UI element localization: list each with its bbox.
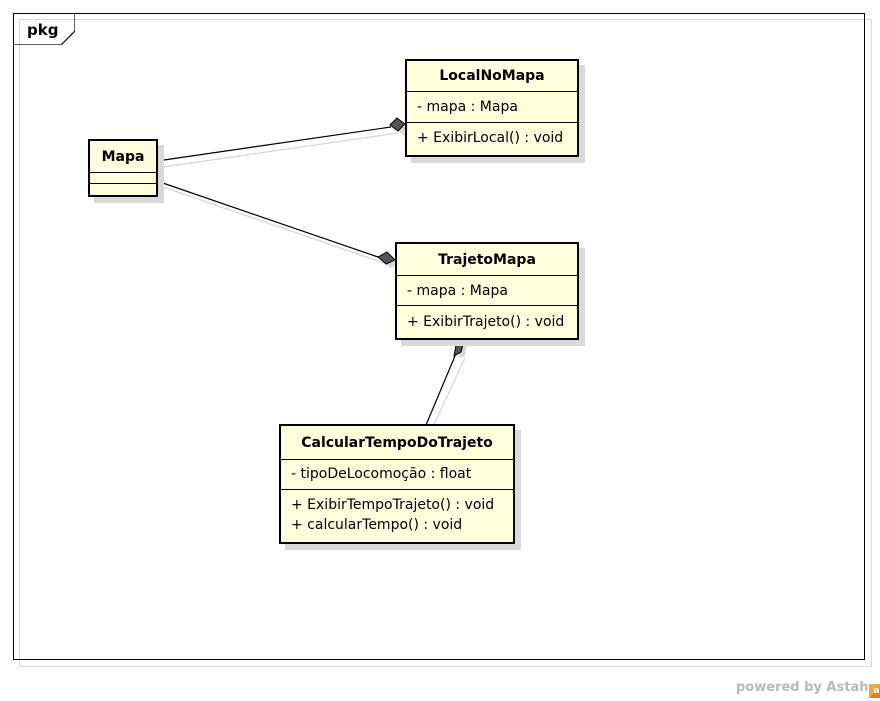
composition-diamond-icon [453,340,465,357]
edge-mapa-trajetomapa [156,180,379,258]
class-name: CalcularTempoDoTrajeto [281,426,513,460]
class-attributes: - tipoDeLocomoção : float [281,460,513,490]
class-calculartempodotrajeto[interactable]: CalcularTempoDoTrajeto - tipoDeLocomoção… [279,424,515,544]
class-attributes: - mapa : Mapa [407,92,577,123]
composition-diamond-icon [389,117,406,132]
class-attributes: - mapa : Mapa [397,276,577,306]
class-name: TrajetoMapa [397,244,577,276]
package-frame-shadow [19,19,872,667]
operation: + calcularTempo() : void [291,517,463,533]
class-name: LocalNoMapa [407,61,577,92]
class-localnomapa[interactable]: LocalNoMapa - mapa : Mapa + ExibirLocal(… [405,59,579,157]
footer-text: powered by Astah [736,680,869,695]
attribute: - mapa : Mapa [417,99,518,115]
class-operations: + ExibirLocal() : void [407,123,577,155]
package-frame [13,13,865,660]
class-operations [90,184,156,195]
attribute: - mapa : Mapa [407,283,508,299]
edge-calcular-trajetomapa [425,355,456,426]
class-name: Mapa [90,141,156,173]
class-mapa[interactable]: Mapa [88,139,158,197]
attribute: - tipoDeLocomoção : float [291,466,472,482]
package-tab [13,13,75,45]
class-operations: + ExibirTempoTrajeto() : void + calcular… [281,490,513,542]
operation: + ExibirTempoTrajeto() : void [291,497,495,513]
package-label: pkg [27,21,59,39]
operation: + ExibirLocal() : void [417,130,564,146]
operation: + ExibirTrajeto() : void [407,314,565,330]
composition-diamond-icon [377,251,396,265]
class-trajetomapa[interactable]: TrajetoMapa - mapa : Mapa + ExibirTrajet… [395,242,579,340]
astah-logo-icon: a [869,684,880,698]
edge-mapa-localnomapa [156,126,392,162]
class-operations: + ExibirTrajeto() : void [397,306,577,338]
class-attributes [90,173,156,184]
